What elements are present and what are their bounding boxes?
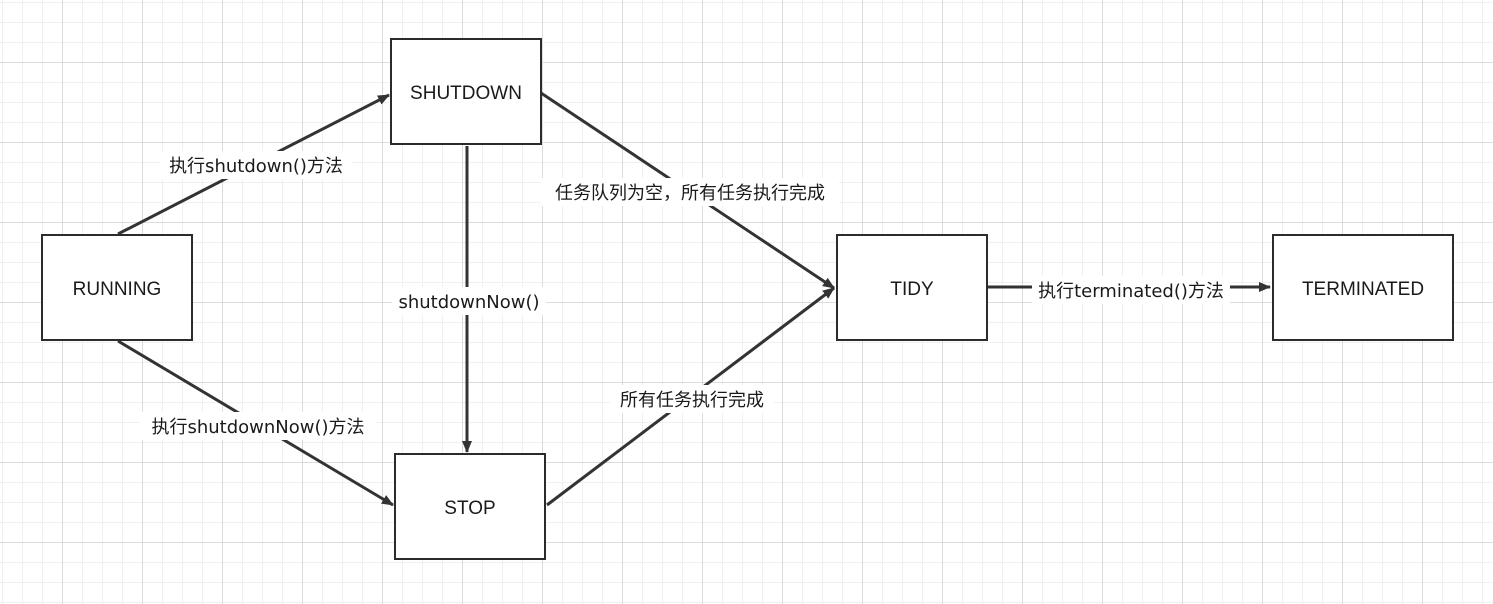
state-shutdown-label: SHUTDOWN [410, 83, 522, 104]
state-tidy-label: TIDY [890, 279, 934, 300]
state-shutdown: SHUTDOWN [390, 38, 542, 145]
label-bg-tidy-to-terminated [1032, 276, 1230, 304]
state-shutdown-box [390, 38, 542, 145]
state-running-box [41, 234, 193, 341]
state-running-label: RUNNING [73, 279, 162, 300]
state-tidy-box [836, 234, 988, 341]
label-bg-running-to-stop [140, 412, 376, 440]
label-shutdown-to-stop: shutdownNow() [398, 292, 539, 313]
state-terminated-box [1272, 234, 1454, 341]
label-bg-shutdown-to-tidy [541, 178, 839, 206]
label-running-to-shutdown: 执行shutdown()方法 [169, 156, 343, 177]
label-tidy-to-terminated: 执行terminated()方法 [1038, 281, 1224, 302]
state-stop: STOP [394, 453, 546, 560]
state-running: RUNNING [41, 234, 193, 341]
label-shutdown-to-tidy: 任务队列为空，所有任务执行完成 [555, 183, 825, 204]
state-terminated: TERMINATED [1272, 234, 1454, 341]
state-stop-label: STOP [444, 498, 495, 519]
label-stop-to-tidy: 所有任务执行完成 [620, 390, 764, 411]
state-stop-box [394, 453, 546, 560]
label-running-to-stop: 执行shutdownNow()方法 [151, 417, 364, 438]
state-terminated-label: TERMINATED [1302, 279, 1424, 300]
label-bg-stop-to-tidy [610, 385, 774, 413]
label-bg-running-to-shutdown [160, 151, 352, 179]
label-bg-shutdown-to-stop [392, 287, 546, 315]
state-tidy: TIDY [836, 234, 988, 341]
